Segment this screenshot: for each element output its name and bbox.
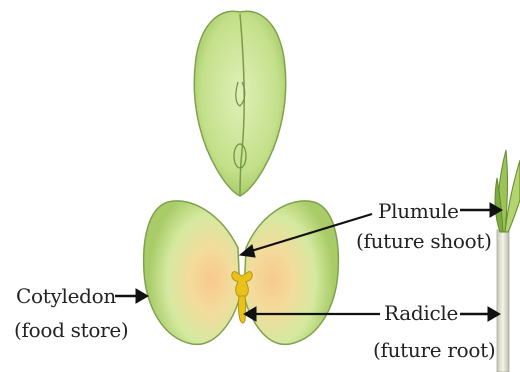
plumule-label: Plumule <box>378 199 459 223</box>
seedling <box>495 150 520 372</box>
cotyledon-note: (food store) <box>14 318 128 342</box>
cotyledon-right <box>244 201 338 344</box>
embryo-radicle <box>238 296 245 323</box>
cotyledon-label: Cotyledon <box>16 284 116 308</box>
seedling-stem <box>497 230 509 372</box>
cotyledon-left <box>144 201 240 344</box>
radicle-label: Radicle <box>384 301 458 325</box>
opened-seed <box>144 201 339 344</box>
radicle-note: (future root) <box>373 338 495 362</box>
whole-seed <box>194 11 286 196</box>
plumule-note: (future shoot) <box>356 229 492 253</box>
